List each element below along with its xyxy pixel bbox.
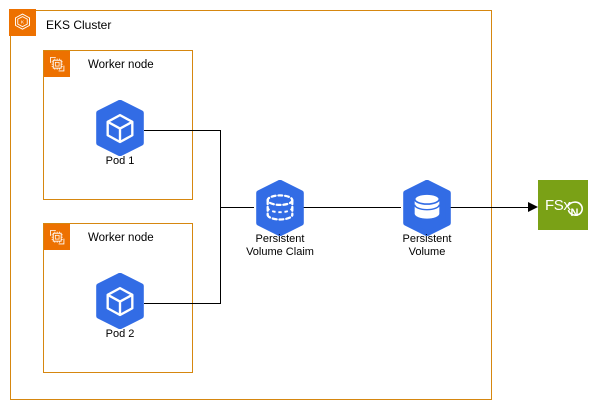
connector-pod2-to-junction — [144, 303, 221, 305]
worker-node-2-group-box — [43, 223, 193, 373]
persistent-volume-label: Persistent Volume — [402, 233, 452, 258]
connector-pvc-to-pv — [298, 207, 401, 209]
arrowhead-to-fsx-icon — [528, 202, 538, 212]
pod-2-label: Pod 2 — [105, 328, 135, 340]
pod-1-label: Pod 1 — [105, 155, 135, 167]
svg-text:FSx: FSx — [545, 197, 571, 214]
eks-cluster-icon: K — [9, 9, 36, 36]
connector-pv-to-fsx — [446, 207, 530, 209]
worker-node-1-group-box — [43, 50, 193, 200]
connector-pod1-to-junction — [144, 130, 221, 132]
fsx-netapp-ontap-icon: FSx N — [538, 180, 588, 230]
worker-node-icon — [44, 51, 70, 77]
kubernetes-pv-icon — [399, 180, 455, 236]
eks-cluster-group-box — [10, 10, 492, 400]
connector-junction-bus — [220, 130, 222, 304]
eks-cluster-label: EKS Cluster — [46, 18, 112, 32]
kubernetes-pod-icon — [92, 100, 148, 156]
svg-text:K: K — [21, 20, 25, 26]
worker-node-icon — [44, 224, 70, 250]
kubernetes-pvc-icon — [252, 180, 308, 236]
worker-node-1-label: Worker node — [88, 59, 154, 71]
svg-text:N: N — [571, 207, 579, 219]
kubernetes-pod-icon — [92, 273, 148, 329]
worker-node-2-label: Worker node — [88, 232, 154, 244]
connector-junction-to-pvc — [220, 207, 254, 209]
persistent-volume-claim-label: Persistent Volume Claim — [246, 233, 314, 258]
